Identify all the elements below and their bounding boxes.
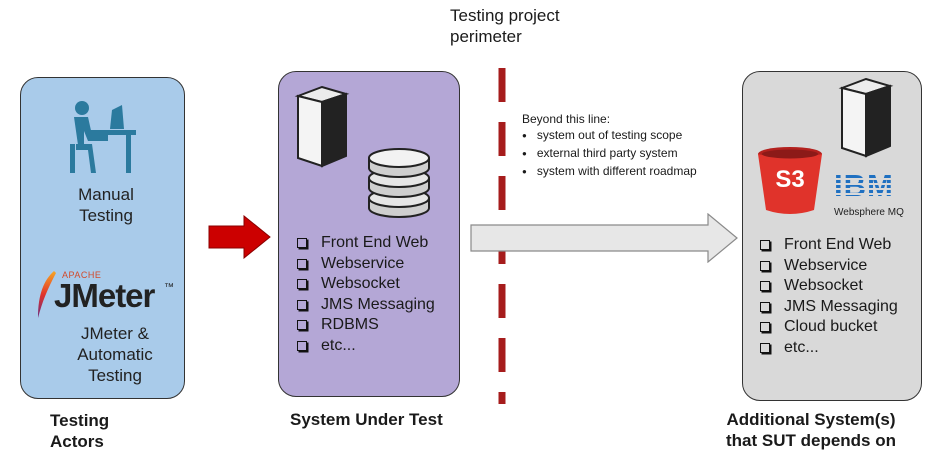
list-item-label: Webservice <box>321 254 405 272</box>
red-arrow <box>208 215 271 259</box>
manual-testing-line-1: Manual <box>78 185 134 204</box>
list-item-label: JMS Messaging <box>321 295 435 313</box>
beyond-list: system out of testing scope external thi… <box>522 127 697 181</box>
checkbox-bullet-icon <box>297 320 307 331</box>
sut-feature-list: Front End Web Webservice Websocket JMS M… <box>297 233 435 356</box>
dependency-arrow <box>470 213 738 263</box>
checkbox-bullet-icon <box>760 260 770 271</box>
feather-icon <box>38 271 56 318</box>
s3-label: S3 <box>775 166 805 193</box>
list-item: RDBMS <box>297 315 435 336</box>
beyond-title: Beyond this line: <box>522 112 611 126</box>
server-icon <box>294 86 350 168</box>
additional-systems-caption: Additional System(s) that SUT depends on <box>726 409 896 451</box>
additional-caption-line-2: that SUT depends on <box>726 431 896 450</box>
trademark-mark: ™ <box>164 282 174 293</box>
list-item-label: etc... <box>784 338 819 356</box>
list-item-label: Webservice <box>784 256 868 274</box>
checkbox-bullet-icon <box>297 299 307 310</box>
checkbox-bullet-icon <box>760 322 770 333</box>
system-under-test-caption: System Under Test <box>290 410 443 429</box>
list-item-label: Websocket <box>321 275 400 292</box>
list-item-label: etc... <box>321 336 356 354</box>
list-item: Cloud bucket <box>760 317 898 338</box>
bucket-icon <box>758 147 822 214</box>
jmeter-automatic-line-2: Automatic <box>77 345 153 364</box>
ibm-logo-text: IBM <box>834 168 894 203</box>
person-at-desk-icon <box>70 101 136 173</box>
checkbox-bullet-icon <box>297 340 307 351</box>
beyond-line-note: Beyond this line: system out of testing … <box>522 111 697 181</box>
perimeter-label: Testing project perimeter <box>450 5 560 47</box>
server-icon <box>838 78 894 158</box>
perimeter-label-line-1: Testing project <box>450 6 560 25</box>
list-item: etc... <box>297 336 435 357</box>
list-item: Front End Web <box>297 233 435 254</box>
checkbox-bullet-icon <box>297 258 307 269</box>
list-item-label: JMS Messaging <box>784 297 898 315</box>
list-item: system out of testing scope <box>522 127 697 145</box>
checkbox-bullet-icon <box>760 342 770 353</box>
jmeter-automatic-line-1: JMeter & <box>80 324 150 343</box>
list-item: Webservice <box>297 254 435 275</box>
testing-actors-caption: Testing Actors <box>50 410 109 452</box>
additional-systems-box <box>742 71 922 401</box>
list-item: Websocket <box>297 274 435 295</box>
jmeter-logo-text: JMeter <box>54 277 155 314</box>
jmeter-automatic-label: JMeter & Automatic Testing <box>60 323 170 386</box>
manual-testing-line-2: Testing <box>79 206 133 225</box>
list-item-label: RDBMS <box>321 316 379 333</box>
list-item: JMS Messaging <box>297 295 435 316</box>
jmeter-automatic-line-3: Testing <box>88 366 142 385</box>
checkbox-bullet-icon <box>297 238 307 249</box>
apache-logo-text: APACHE <box>62 270 102 280</box>
additional-feature-list: Front End Web Webservice Websocket JMS M… <box>760 235 898 358</box>
list-item-label: Websocket <box>784 277 863 294</box>
websphere-label: Websphere MQ <box>834 207 904 218</box>
manual-testing-label: Manual Testing <box>58 184 154 226</box>
database-icon <box>368 148 430 218</box>
checkbox-bullet-icon <box>760 301 770 312</box>
list-item: etc... <box>760 338 898 359</box>
list-item: system with different roadmap <box>522 163 697 181</box>
checkbox-bullet-icon <box>760 281 770 292</box>
list-item-label: Front End Web <box>784 236 892 253</box>
list-item: JMS Messaging <box>760 297 898 318</box>
list-item: Front End Web <box>760 235 898 256</box>
list-item-label: Front End Web <box>321 234 429 251</box>
checkbox-bullet-icon <box>760 240 770 251</box>
list-item-label: Cloud bucket <box>784 318 878 335</box>
testing-actors-caption-line-2: Actors <box>50 432 104 451</box>
list-item: Websocket <box>760 276 898 297</box>
checkbox-bullet-icon <box>297 279 307 290</box>
list-item: external third party system <box>522 145 697 163</box>
additional-caption-line-1: Additional System(s) <box>726 410 896 429</box>
list-item: Webservice <box>760 256 898 277</box>
testing-actors-caption-line-1: Testing <box>50 411 110 430</box>
perimeter-label-line-2: perimeter <box>450 27 522 46</box>
